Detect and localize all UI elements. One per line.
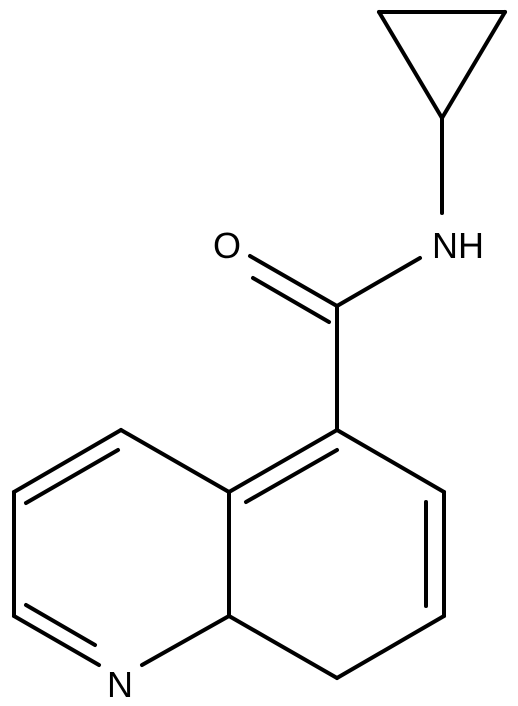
- bond-nh-carbonyl: [335, 256, 422, 308]
- cyclopropyl-bond-right: [440, 10, 507, 120]
- quinoline-benzo-ring: [227, 428, 446, 680]
- ring-nitrogen-label: N: [107, 664, 133, 705]
- cyclopropyl-bond-left: [377, 10, 444, 120]
- amide-nitrogen-label: NH: [432, 225, 484, 266]
- quinoline-pyridine-ring: [12, 428, 231, 667]
- carbonyl-double-bond: [248, 254, 339, 324]
- oxygen-atom-label: O: [213, 225, 241, 266]
- cyclopropyl-ring: [377, 10, 507, 120]
